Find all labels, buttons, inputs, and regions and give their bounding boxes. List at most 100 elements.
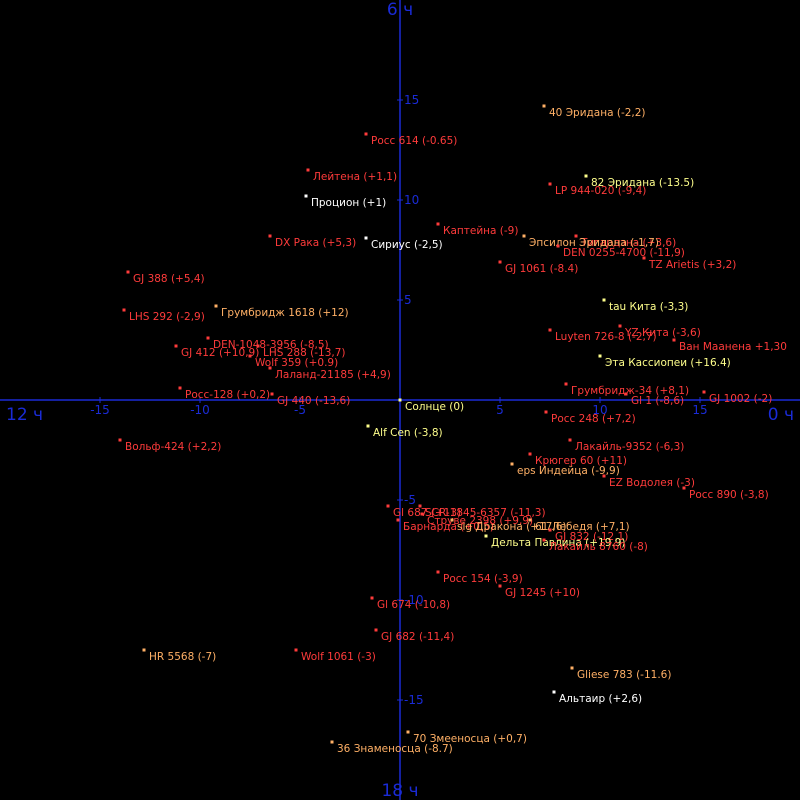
star-label: GJ 388 (+5,4) xyxy=(133,273,205,285)
star-label: Росс 248 (+7,2) xyxy=(551,413,636,425)
star-marker xyxy=(548,328,552,332)
star-label: Gl 687 (+13) xyxy=(393,507,461,519)
star-marker xyxy=(548,182,552,186)
star-label: GJ 440 (-13,6) xyxy=(277,395,350,407)
star-label: Эпсилон Эридана (-1,7) xyxy=(529,237,659,249)
star-label: GJ 1061 (-8.4) xyxy=(505,263,578,275)
star-marker xyxy=(370,596,374,600)
star-marker xyxy=(270,392,274,396)
star-label: Эта Кассиопеи (+16.4) xyxy=(605,357,731,369)
star-marker xyxy=(568,438,572,442)
star-marker xyxy=(544,410,548,414)
y-tick-label: 15 xyxy=(404,93,419,107)
star-label: GJ 412 (+10,9) xyxy=(181,347,259,359)
y-tick-label: 5 xyxy=(404,293,412,307)
star-label: Gl 1 (-8,6) xyxy=(631,395,684,407)
y-tick-label: -15 xyxy=(404,693,424,707)
star-marker xyxy=(398,398,402,402)
star-label: Вольф-424 (+2,2) xyxy=(125,441,221,453)
star-marker xyxy=(498,260,502,264)
star-label: DEN-1048-3956 (-8,5) xyxy=(213,339,329,351)
star-label: SCR-1845-6357 (-11,3) xyxy=(425,507,546,519)
star-marker xyxy=(174,344,178,348)
x-tick-label: -5 xyxy=(294,403,306,417)
star-marker xyxy=(364,132,368,136)
stars-layer: 40 Эридана (-2,2) Росс 614 (-0.65) 82 Эрид… xyxy=(118,104,787,755)
star-marker xyxy=(142,648,146,652)
y-tick-label: 10 xyxy=(404,193,419,207)
star-marker xyxy=(122,308,126,312)
x-tick-label: 5 xyxy=(496,403,504,417)
star-label: Росс 614 (-0.65) xyxy=(371,135,457,147)
star-label: Лакайль-9352 (-6,3) xyxy=(575,441,684,453)
star-label: Процион (+1) xyxy=(311,197,386,209)
star-marker xyxy=(528,452,532,456)
star-marker xyxy=(268,234,272,238)
star-marker xyxy=(498,584,502,588)
hour-label-left: 12 ч xyxy=(6,405,43,425)
star-label: Солнце (0) xyxy=(405,401,464,413)
star-label: TZ Arietis (+3,2) xyxy=(648,259,736,271)
star-marker xyxy=(602,474,606,478)
star-marker xyxy=(178,386,182,390)
star-label: YZ Кита (-3,6) xyxy=(624,327,701,339)
star-marker xyxy=(682,486,686,490)
star-label: Gliese 783 (-11.6) xyxy=(577,669,671,681)
star-label: Грумбридж 1618 (+12) xyxy=(221,307,349,319)
star-marker xyxy=(548,528,552,532)
star-marker xyxy=(450,518,454,522)
y-tick-label: -10 xyxy=(404,593,424,607)
star-marker xyxy=(564,382,568,386)
star-marker xyxy=(510,462,514,466)
star-marker xyxy=(268,366,272,370)
hour-label-bottom: 18 ч xyxy=(381,781,418,800)
star-marker xyxy=(672,338,676,342)
star-marker xyxy=(420,512,424,516)
star-label: Альтаир (+2,6) xyxy=(559,693,642,705)
star-marker xyxy=(214,304,218,308)
star-marker xyxy=(618,324,622,328)
star-marker xyxy=(584,174,588,178)
star-label: Сириус (-2,5) xyxy=(371,239,443,251)
star-label: Росс 154 (-3,9) xyxy=(443,573,523,585)
star-marker xyxy=(542,538,546,542)
star-label: Струве 2398 (+9,9) xyxy=(427,515,533,527)
star-label: Gl 674 (-10,8) xyxy=(377,599,450,611)
star-marker xyxy=(602,298,606,302)
star-label: LHS 288 (-13,7) xyxy=(263,347,346,359)
star-label: DX Рака (+5,3) xyxy=(275,237,356,249)
star-label: LP 944-020 (-9,4) xyxy=(555,185,646,197)
star-marker xyxy=(304,194,308,198)
star-marker xyxy=(364,236,368,240)
star-marker xyxy=(330,740,334,744)
star-label: Лакайль 8760 (-8) xyxy=(549,541,648,553)
star-marker xyxy=(436,222,440,226)
hour-label-top: 6 ч xyxy=(387,0,413,20)
x-tick-label: -15 xyxy=(90,403,110,417)
star-label: Росс-128 (+0,2) xyxy=(185,389,270,401)
star-label: 70 Змееносца (+0,7) xyxy=(413,733,527,745)
star-marker xyxy=(556,244,560,248)
star-marker xyxy=(552,690,556,694)
star-label: Alf Cen (-3,8) xyxy=(373,427,443,439)
star-label: 40 Эридана (-2,2) xyxy=(549,107,646,119)
star-label: Wolf 1061 (-3) xyxy=(301,651,376,663)
star-label: LHS 292 (-2,9) xyxy=(129,311,205,323)
star-marker xyxy=(206,336,210,340)
star-label: eps Индейца (-9,9) xyxy=(517,465,620,477)
star-marker xyxy=(484,534,488,538)
star-label: Крюгер 60 (+11) xyxy=(535,455,627,467)
star-label: HR 5568 (-7) xyxy=(149,651,216,663)
star-label: 82 Эридана (-13.5) xyxy=(591,177,694,189)
star-marker xyxy=(396,518,400,522)
star-label: 61 Лебедя (+7,1) xyxy=(535,521,630,533)
star-marker xyxy=(598,354,602,358)
star-label: Лаланд-21185 (+4,9) xyxy=(275,369,391,381)
star-marker xyxy=(702,390,706,394)
star-label: sig Дракона (+17,6) xyxy=(457,521,566,533)
star-label: Росс 890 (-3,8) xyxy=(689,489,769,501)
star-label: tau Кита (-3,3) xyxy=(609,301,688,313)
star-marker xyxy=(386,504,390,508)
